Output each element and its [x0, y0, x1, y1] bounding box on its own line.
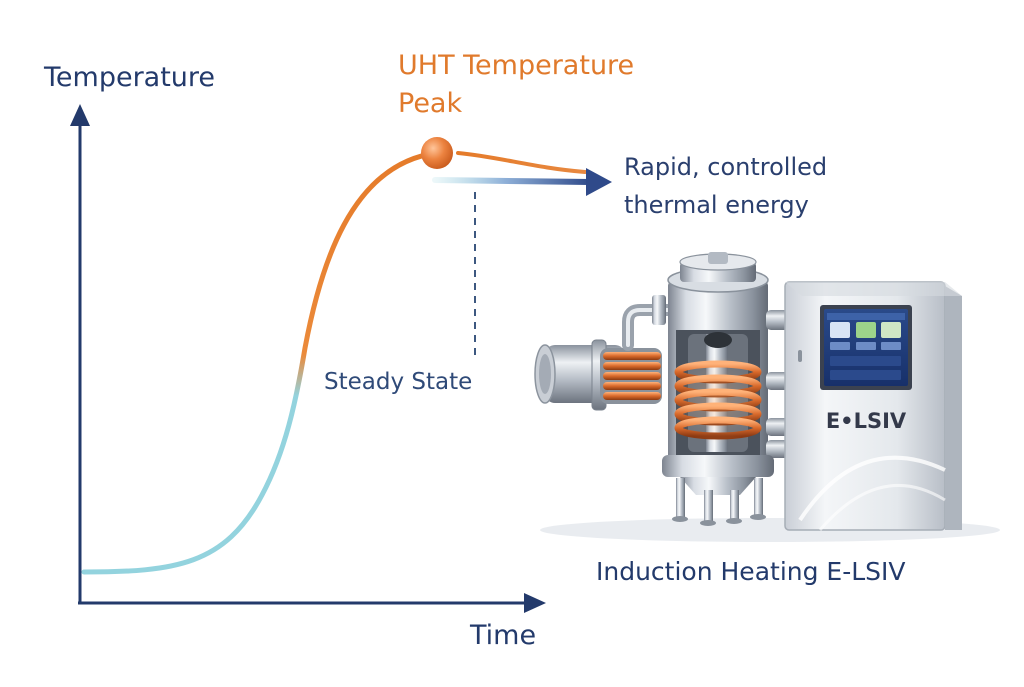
induction-heater-machine: E•LSIV [534, 252, 1000, 542]
energy-label-line1: Rapid, controlled [624, 153, 828, 181]
coil-windings [603, 352, 661, 400]
x-axis-arrowhead [524, 593, 546, 613]
y-axis-arrowhead [70, 104, 90, 126]
post-peak-curve [456, 151, 587, 174]
temperature-curve [81, 150, 439, 575]
cabinet-brand: E•LSIV [826, 409, 907, 433]
energy-arrowhead [586, 168, 612, 196]
x-axis-label: Time [470, 620, 537, 651]
y-axis-label: Temperature [44, 62, 216, 93]
machine-title: Induction Heating E-LSIV [596, 557, 906, 586]
energy-label-line2: thermal energy [624, 191, 809, 219]
peak-label-line2: Peak [398, 88, 463, 119]
peak-label-line1: UHT Temperature [398, 50, 635, 81]
steady-state-label: Steady State [324, 369, 473, 395]
energy-arrow-shaft [432, 177, 593, 185]
peak-marker [421, 137, 453, 169]
